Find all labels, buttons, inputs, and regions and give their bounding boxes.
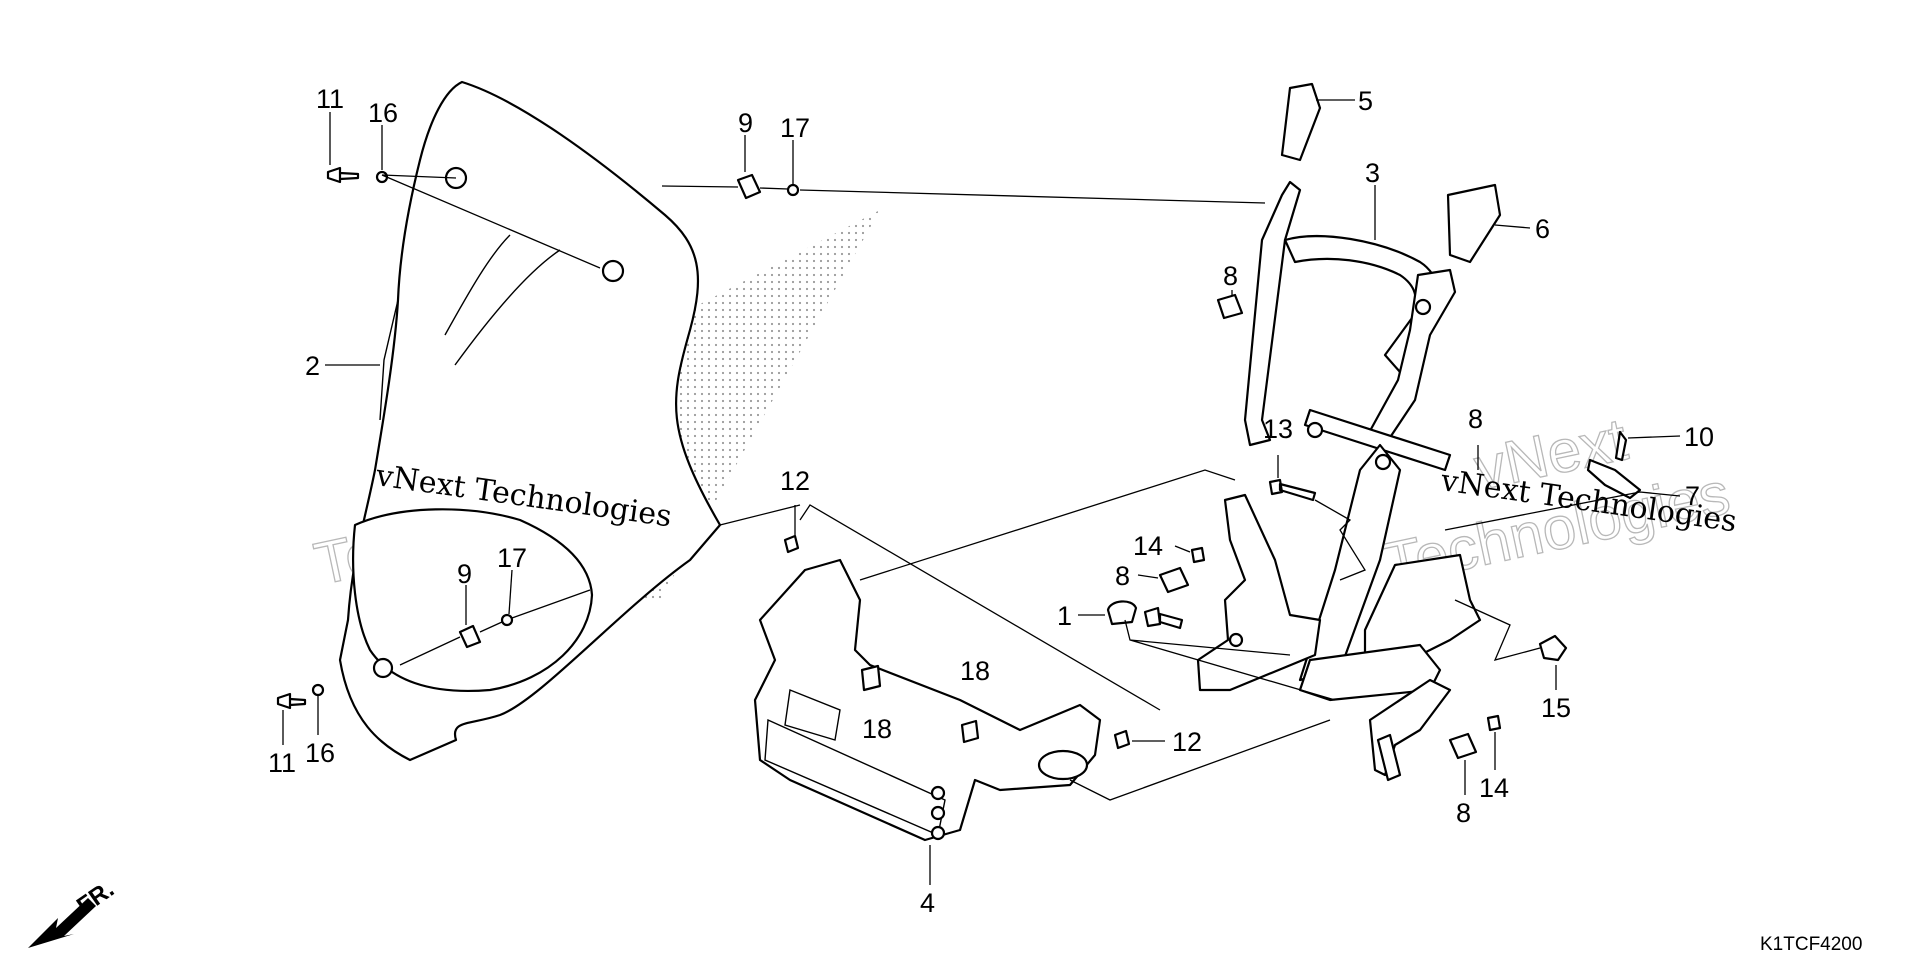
stay-frame-hole-3 bbox=[1306, 421, 1324, 439]
lower-cover-slot-1 bbox=[930, 785, 946, 801]
bolt-14-upper bbox=[1190, 546, 1206, 564]
callout-8-upper: 8 bbox=[1223, 261, 1238, 291]
callout-2: 2 bbox=[305, 351, 320, 381]
leader-lines bbox=[282, 99, 1681, 885]
upper-stay-frame-part bbox=[1243, 180, 1457, 682]
callout-3: 3 bbox=[1365, 158, 1380, 188]
stay-frame-bracket-right bbox=[1363, 268, 1457, 447]
callout-14-upper: 14 bbox=[1133, 531, 1163, 561]
lower-bracket-right bbox=[1363, 553, 1482, 667]
stay-frame-hole-2 bbox=[1374, 453, 1392, 471]
assembly-line-1 bbox=[1124, 619, 1336, 701]
grommet-8-upper bbox=[1216, 293, 1244, 320]
clip-18-a bbox=[860, 664, 882, 692]
callout-1: 1 bbox=[1057, 601, 1072, 631]
assembly-line-mid bbox=[399, 589, 591, 666]
assembly-line-12-upper bbox=[719, 504, 1161, 711]
screw-part-10 bbox=[1614, 430, 1628, 462]
drawing-code: K1TCF4200 bbox=[1760, 934, 1862, 955]
bolt-11-bottom bbox=[276, 692, 307, 710]
front-direction-indicator: FR. bbox=[28, 876, 119, 948]
cap-part-5 bbox=[1280, 82, 1322, 162]
assembly-line-13 bbox=[1314, 499, 1366, 581]
fasteners bbox=[276, 166, 1568, 782]
callout-14-lower: 14 bbox=[1479, 773, 1509, 803]
assembly-line-12-lower bbox=[1069, 719, 1331, 801]
leader-7 bbox=[1444, 491, 1681, 531]
stay-frame-hole-1 bbox=[1414, 298, 1432, 316]
collar-9-top bbox=[736, 173, 762, 200]
windscreen-lower-cutout bbox=[352, 508, 594, 692]
windscreen-part bbox=[338, 80, 880, 762]
bolt-12-lower bbox=[1113, 729, 1131, 750]
callout-15: 15 bbox=[1541, 693, 1571, 723]
lower-cover-slot-3 bbox=[930, 825, 946, 841]
stay-frame-crossbar bbox=[1303, 408, 1452, 472]
bolt-1-shaft bbox=[1143, 606, 1184, 630]
leader-17-mid bbox=[508, 569, 513, 615]
callout-7: 7 bbox=[1685, 481, 1700, 511]
washer-16-bottom bbox=[311, 683, 325, 697]
callout-5: 5 bbox=[1358, 86, 1373, 116]
callout-12-lower: 12 bbox=[1172, 727, 1202, 757]
grommet-8-mid bbox=[1158, 566, 1190, 594]
screen-highlight-1 bbox=[444, 234, 511, 336]
callout-numbers: 11 16 9 17 2 9 17 11 16 12 18 18 12 4 5 … bbox=[268, 84, 1714, 918]
cap-part-6 bbox=[1446, 183, 1502, 264]
callout-13: 13 bbox=[1263, 414, 1293, 444]
bolt-14-lower bbox=[1486, 714, 1502, 732]
callout-16-bottom: 16 bbox=[305, 738, 335, 768]
callout-4: 4 bbox=[920, 888, 935, 918]
callout-9-top: 9 bbox=[738, 108, 753, 138]
leader-14-upper bbox=[1174, 545, 1191, 553]
rubber-cap-1 bbox=[1106, 600, 1138, 626]
collar-9-mid bbox=[458, 624, 482, 649]
lower-cover-slot-2 bbox=[930, 805, 946, 821]
screen-mount-hole-2 bbox=[601, 259, 625, 283]
nut-15 bbox=[1538, 634, 1568, 662]
washer-17-mid bbox=[500, 613, 514, 627]
callout-8-mid: 8 bbox=[1115, 561, 1130, 591]
assembly-line-cover-right bbox=[859, 469, 1236, 581]
callout-18-a: 18 bbox=[862, 714, 892, 744]
lower-cover-box bbox=[784, 689, 841, 741]
callout-12-upper: 12 bbox=[780, 466, 810, 496]
callout-8-right: 8 bbox=[1468, 404, 1483, 434]
front-arrow-icon bbox=[28, 898, 96, 948]
bolt-1-lower bbox=[1376, 733, 1402, 782]
callout-11-bottom: 11 bbox=[268, 748, 296, 778]
stay-frame-left-arm bbox=[1243, 180, 1302, 447]
callout-11-top: 11 bbox=[316, 84, 344, 114]
callout-8-lower: 8 bbox=[1456, 798, 1471, 828]
callout-6: 6 bbox=[1535, 214, 1550, 244]
bolt-13 bbox=[1268, 478, 1317, 502]
leader-10 bbox=[1627, 435, 1681, 439]
leader-6 bbox=[1494, 224, 1531, 229]
callout-17-top: 17 bbox=[780, 113, 810, 143]
leader-8-mid bbox=[1137, 574, 1159, 579]
clip-18-b bbox=[960, 719, 980, 744]
clip-part-7 bbox=[1586, 458, 1642, 500]
leader-16-top bbox=[381, 125, 601, 269]
callout-16-top: 16 bbox=[368, 98, 398, 128]
callout-17-mid: 17 bbox=[497, 543, 527, 573]
lower-cover-outline bbox=[753, 558, 1102, 842]
lower-cover-grommet bbox=[1037, 749, 1089, 781]
lower-cover-part bbox=[753, 558, 1102, 842]
grommet-8-lower bbox=[1448, 732, 1478, 760]
bolt-12-upper bbox=[783, 534, 800, 554]
bolt-11-top bbox=[326, 166, 360, 184]
callout-10: 10 bbox=[1684, 422, 1714, 452]
screen-highlight-2 bbox=[454, 249, 561, 366]
washer-17-top bbox=[786, 183, 800, 197]
callout-9-mid: 9 bbox=[457, 559, 472, 589]
screen-edge-strip bbox=[379, 299, 399, 421]
callout-18-b: 18 bbox=[960, 656, 990, 686]
lower-bracket-left bbox=[1196, 493, 1322, 692]
screen-mount-hole-3 bbox=[372, 657, 394, 679]
assembly-line-9-17 bbox=[661, 185, 1266, 204]
assembly-line-15 bbox=[1454, 599, 1541, 661]
lower-bracket-hole bbox=[1228, 632, 1244, 648]
